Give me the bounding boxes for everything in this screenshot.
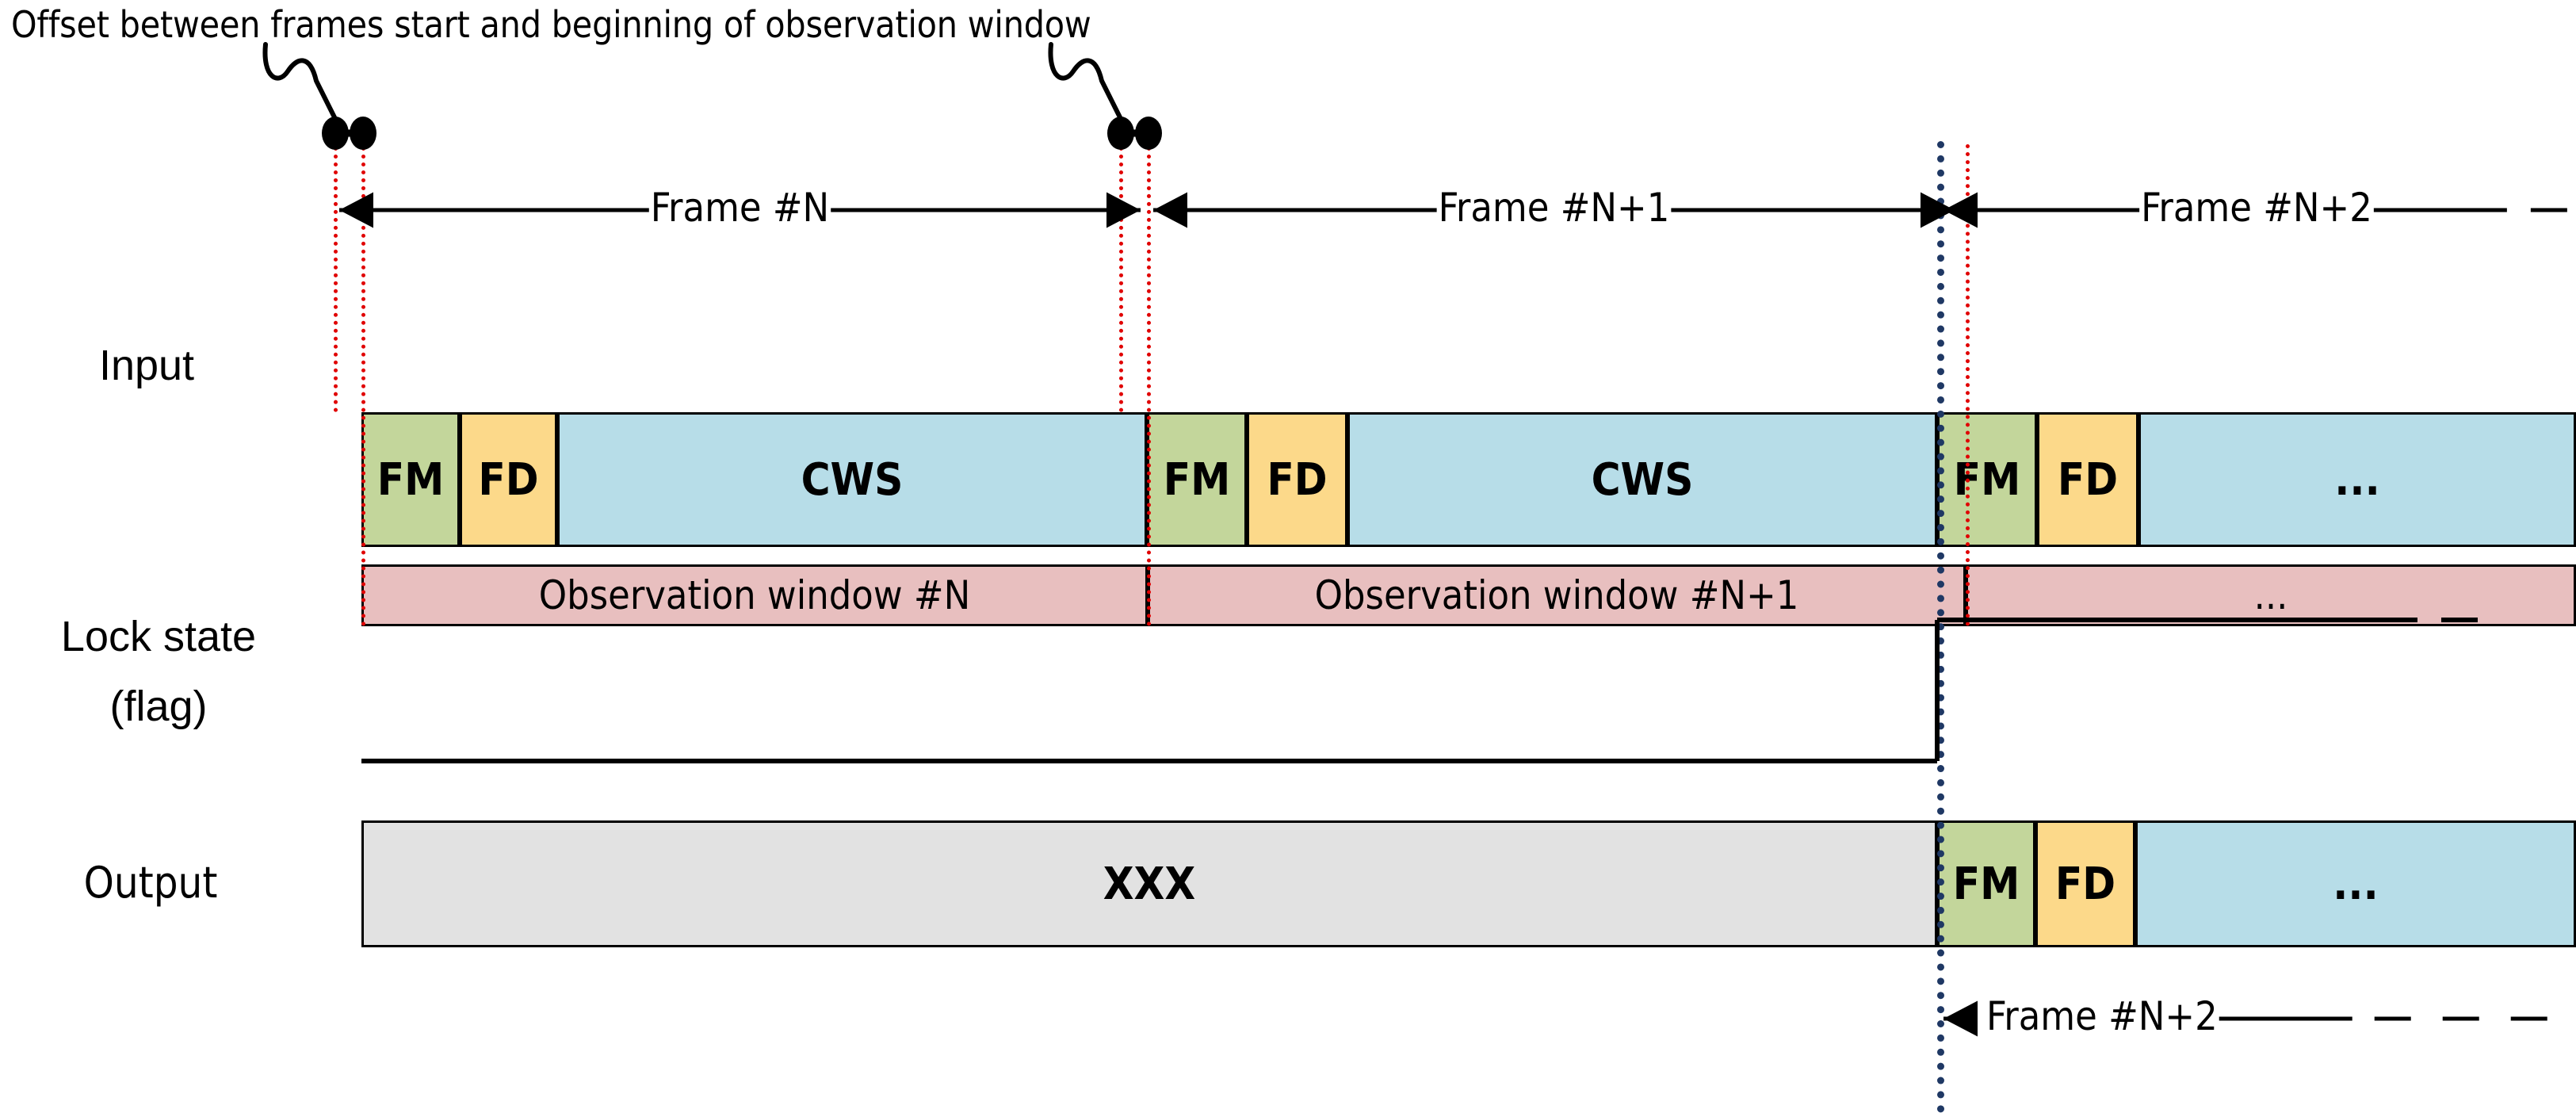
- output-block-label: XXX: [1103, 858, 1196, 910]
- output-block-label: ...: [2333, 858, 2379, 910]
- observation-window-label: Observation window #N+1: [1314, 572, 1799, 618]
- red-guide-obs-start-n2: [1966, 144, 1970, 626]
- output-block-fm: FM: [1937, 820, 2035, 947]
- output-block-xxx: XXX: [361, 820, 1937, 947]
- row-label-output: Output: [83, 858, 218, 908]
- frame-arrow-label: Frame #N+2: [2136, 185, 2377, 231]
- red-guide-frame-start-n1: [1119, 139, 1123, 412]
- observation-window-block: ...: [1966, 564, 2576, 626]
- input-block-cws: CWS: [1347, 412, 1937, 547]
- input-block-fm: FM: [361, 412, 460, 547]
- input-block-label: FM: [376, 453, 445, 506]
- input-block-label: FM: [1953, 453, 2021, 506]
- input-block-fm: FM: [1937, 412, 2037, 547]
- red-guide-obs-start-n: [361, 139, 365, 626]
- frame-arrow-label: Frame #N: [645, 185, 835, 231]
- output-block-fd: FD: [2035, 820, 2135, 947]
- output-block-label: FM: [1952, 858, 2020, 910]
- input-block-label: FD: [2057, 453, 2119, 506]
- output-block-dotsdotsdots: ...: [2135, 820, 2576, 947]
- input-block-label: FM: [1163, 453, 1231, 506]
- observation-window-label: ...: [2253, 572, 2288, 618]
- observation-window-block: Observation window #N+1: [1148, 564, 1966, 626]
- input-block-cws: CWS: [557, 412, 1147, 547]
- row-label-lock-state-line1: Lock state: [60, 613, 257, 660]
- input-block-label: FD: [1267, 453, 1328, 506]
- observation-window-label: Observation window #N: [538, 572, 971, 618]
- input-block-fd: FD: [1247, 412, 1347, 547]
- input-block-label: CWS: [1591, 453, 1694, 506]
- input-block-label: ...: [2334, 453, 2380, 506]
- input-block-fd: FD: [460, 412, 557, 547]
- blue-frame-boundary-guide: [1937, 141, 1944, 1113]
- input-block-fm: FM: [1147, 412, 1247, 547]
- frame-arrow-label: Frame #N+2: [1982, 993, 2222, 1039]
- row-label-input: Input: [98, 342, 195, 389]
- red-guide-frame-start-n: [334, 139, 338, 412]
- input-block-dotsdotsdots: ...: [2138, 412, 2576, 547]
- row-label-lock-state-line2: (flag): [109, 683, 208, 730]
- input-block-fd: FD: [2037, 412, 2138, 547]
- frame-arrow-label: Frame #N+1: [1433, 185, 1675, 231]
- red-guide-obs-start-n1: [1147, 139, 1151, 626]
- input-block-label: FD: [478, 453, 539, 506]
- diagram-title: Offset between frames start and beginnin…: [11, 3, 1091, 46]
- observation-window-block: Observation window #N: [361, 564, 1148, 626]
- output-block-label: FD: [2054, 858, 2116, 910]
- input-block-label: CWS: [801, 453, 904, 506]
